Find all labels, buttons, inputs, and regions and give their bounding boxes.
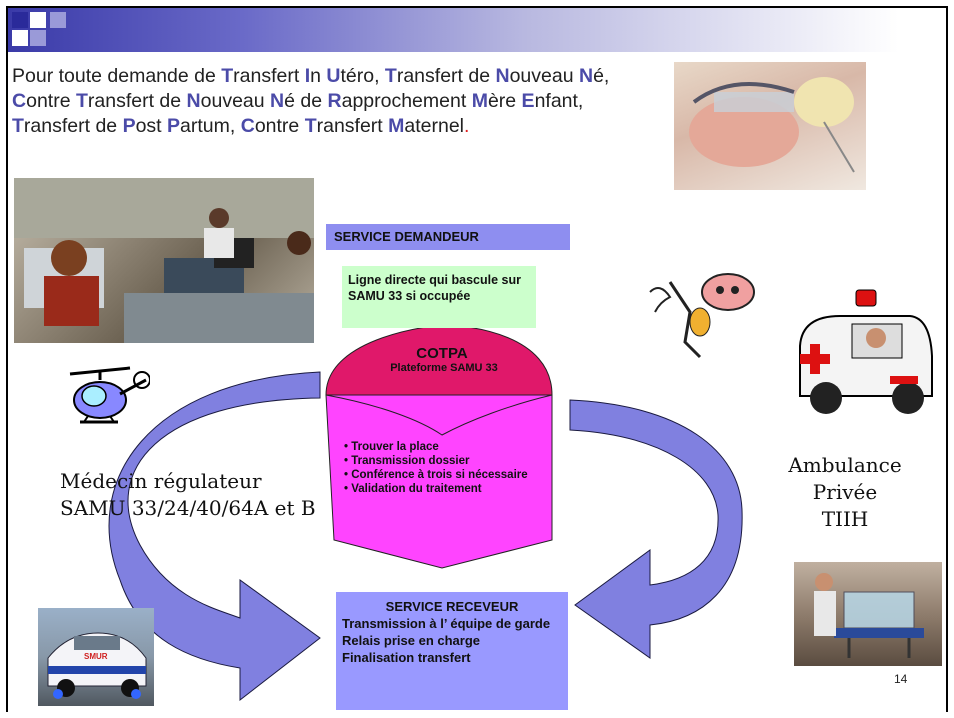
cotpa-title: COTPA <box>416 345 468 362</box>
intro-segment: n <box>310 65 327 87</box>
intro-initial: T <box>75 90 88 112</box>
intro-segment: ouveau <box>509 65 579 87</box>
intro-initial: N <box>186 90 201 112</box>
ambulance-line: Ambulance <box>788 453 902 477</box>
intro-initial: U <box>326 65 341 87</box>
intro-segment: ost <box>135 115 168 137</box>
intro-text: Pour toute demande de Transfert In Utéro… <box>12 64 652 139</box>
intro-initial: P <box>167 115 181 137</box>
intro-segment: aternel <box>404 115 465 137</box>
intro-segment: ransfert de <box>396 65 496 87</box>
intro-segment: ransfert de <box>23 115 123 137</box>
cotpa-task: • Trouver la place <box>344 441 439 453</box>
cotpa-fold <box>325 394 553 436</box>
intro-initial: T <box>384 65 397 87</box>
medecin-line: SAMU 33/24/40/64A et B <box>60 496 316 520</box>
helicopter-icon <box>60 360 150 440</box>
ambulance-clipart-icon <box>790 286 940 426</box>
decor-square <box>30 12 46 28</box>
ambulance-label: Ambulance Privée TIIH <box>780 452 910 533</box>
intro-initial: N <box>495 65 510 87</box>
intro-segment: é de <box>284 90 328 112</box>
service-receveur-line: Relais prise en charge <box>342 633 481 648</box>
service-receveur-title: SERVICE RECEVEUR <box>385 599 519 614</box>
title-bar <box>8 8 946 52</box>
intro-initial: T <box>12 115 24 137</box>
control-room-photo <box>14 178 314 343</box>
intro-segment: ère <box>487 90 522 112</box>
decor-square <box>12 30 28 46</box>
intro-segment: ransfert <box>233 65 305 87</box>
decor-square <box>12 12 28 28</box>
right-circular-arrow <box>569 399 743 659</box>
intro-initial: M <box>388 115 405 137</box>
cotpa-task: • Transmission dossier <box>344 455 470 467</box>
intro-segment: é, <box>593 65 610 87</box>
smur-car-photo: SMUR <box>38 608 154 706</box>
cotpa-body <box>325 394 553 569</box>
intro-initial: N <box>270 90 285 112</box>
intro-initial: R <box>327 90 342 112</box>
ambulance-line: Privée <box>812 480 878 504</box>
intro-segment: téro, <box>340 65 385 87</box>
cotpa-task: • Validation du traitement <box>344 483 482 495</box>
intro-initial: N <box>578 65 594 87</box>
medecin-regulateur-label: Médecin régulateur SAMU 33/24/40/64A et … <box>60 468 316 522</box>
stork-clipart-icon <box>640 262 760 362</box>
intro-initial: M <box>471 90 488 112</box>
service-demandeur-label: SERVICE DEMANDEUR <box>326 224 570 250</box>
intro-initial: T <box>221 65 234 87</box>
intro-initial: I <box>304 65 311 87</box>
intro-initial: P <box>122 115 136 137</box>
intro-initial: E <box>521 90 535 112</box>
newborn-photo <box>674 62 866 190</box>
intro-segment: . <box>464 115 470 137</box>
incubator-photo <box>794 562 942 666</box>
intro-segment: ouveau <box>200 90 271 112</box>
intro-initial: C <box>240 115 255 137</box>
service-receveur-line: Finalisation transfert <box>342 650 471 665</box>
page-number: 14 <box>894 672 908 686</box>
slide-frame <box>6 6 948 712</box>
decor-square <box>30 30 46 46</box>
intro-initial: C <box>12 90 27 112</box>
intro-segment: ontre <box>254 115 305 137</box>
intro-segment: ontre <box>26 90 76 112</box>
left-circular-arrow <box>108 371 321 702</box>
service-receveur-line: Transmission à l’ équipe de garde <box>342 616 551 631</box>
cotpa-task: • Conférence à trois si nécessaire <box>344 469 528 481</box>
intro-segment: artum, <box>180 115 241 137</box>
intro-segment: ransfert de <box>87 90 187 112</box>
intro-initial: T <box>304 115 317 137</box>
cotpa-task-list: • Trouver la place • Transmission dossie… <box>344 440 544 496</box>
ambulance-line: TIIH <box>821 507 869 531</box>
decor-square <box>50 12 66 28</box>
medecin-line: Médecin régulateur <box>60 469 262 493</box>
ligne-directe-box: Ligne directe qui bascule sur SAMU 33 si… <box>342 266 536 328</box>
intro-segment: nfant, <box>534 90 584 112</box>
intro-segment: Pour toute demande de <box>12 65 222 87</box>
service-receveur-box: SERVICE RECEVEUR Transmission à l’ équip… <box>336 592 568 710</box>
intro-segment: ransfert <box>316 115 389 137</box>
cotpa-subtitle: Plateforme SAMU 33 <box>390 362 498 374</box>
smur-text: SMUR <box>84 652 108 661</box>
intro-segment: approchement <box>341 90 472 112</box>
